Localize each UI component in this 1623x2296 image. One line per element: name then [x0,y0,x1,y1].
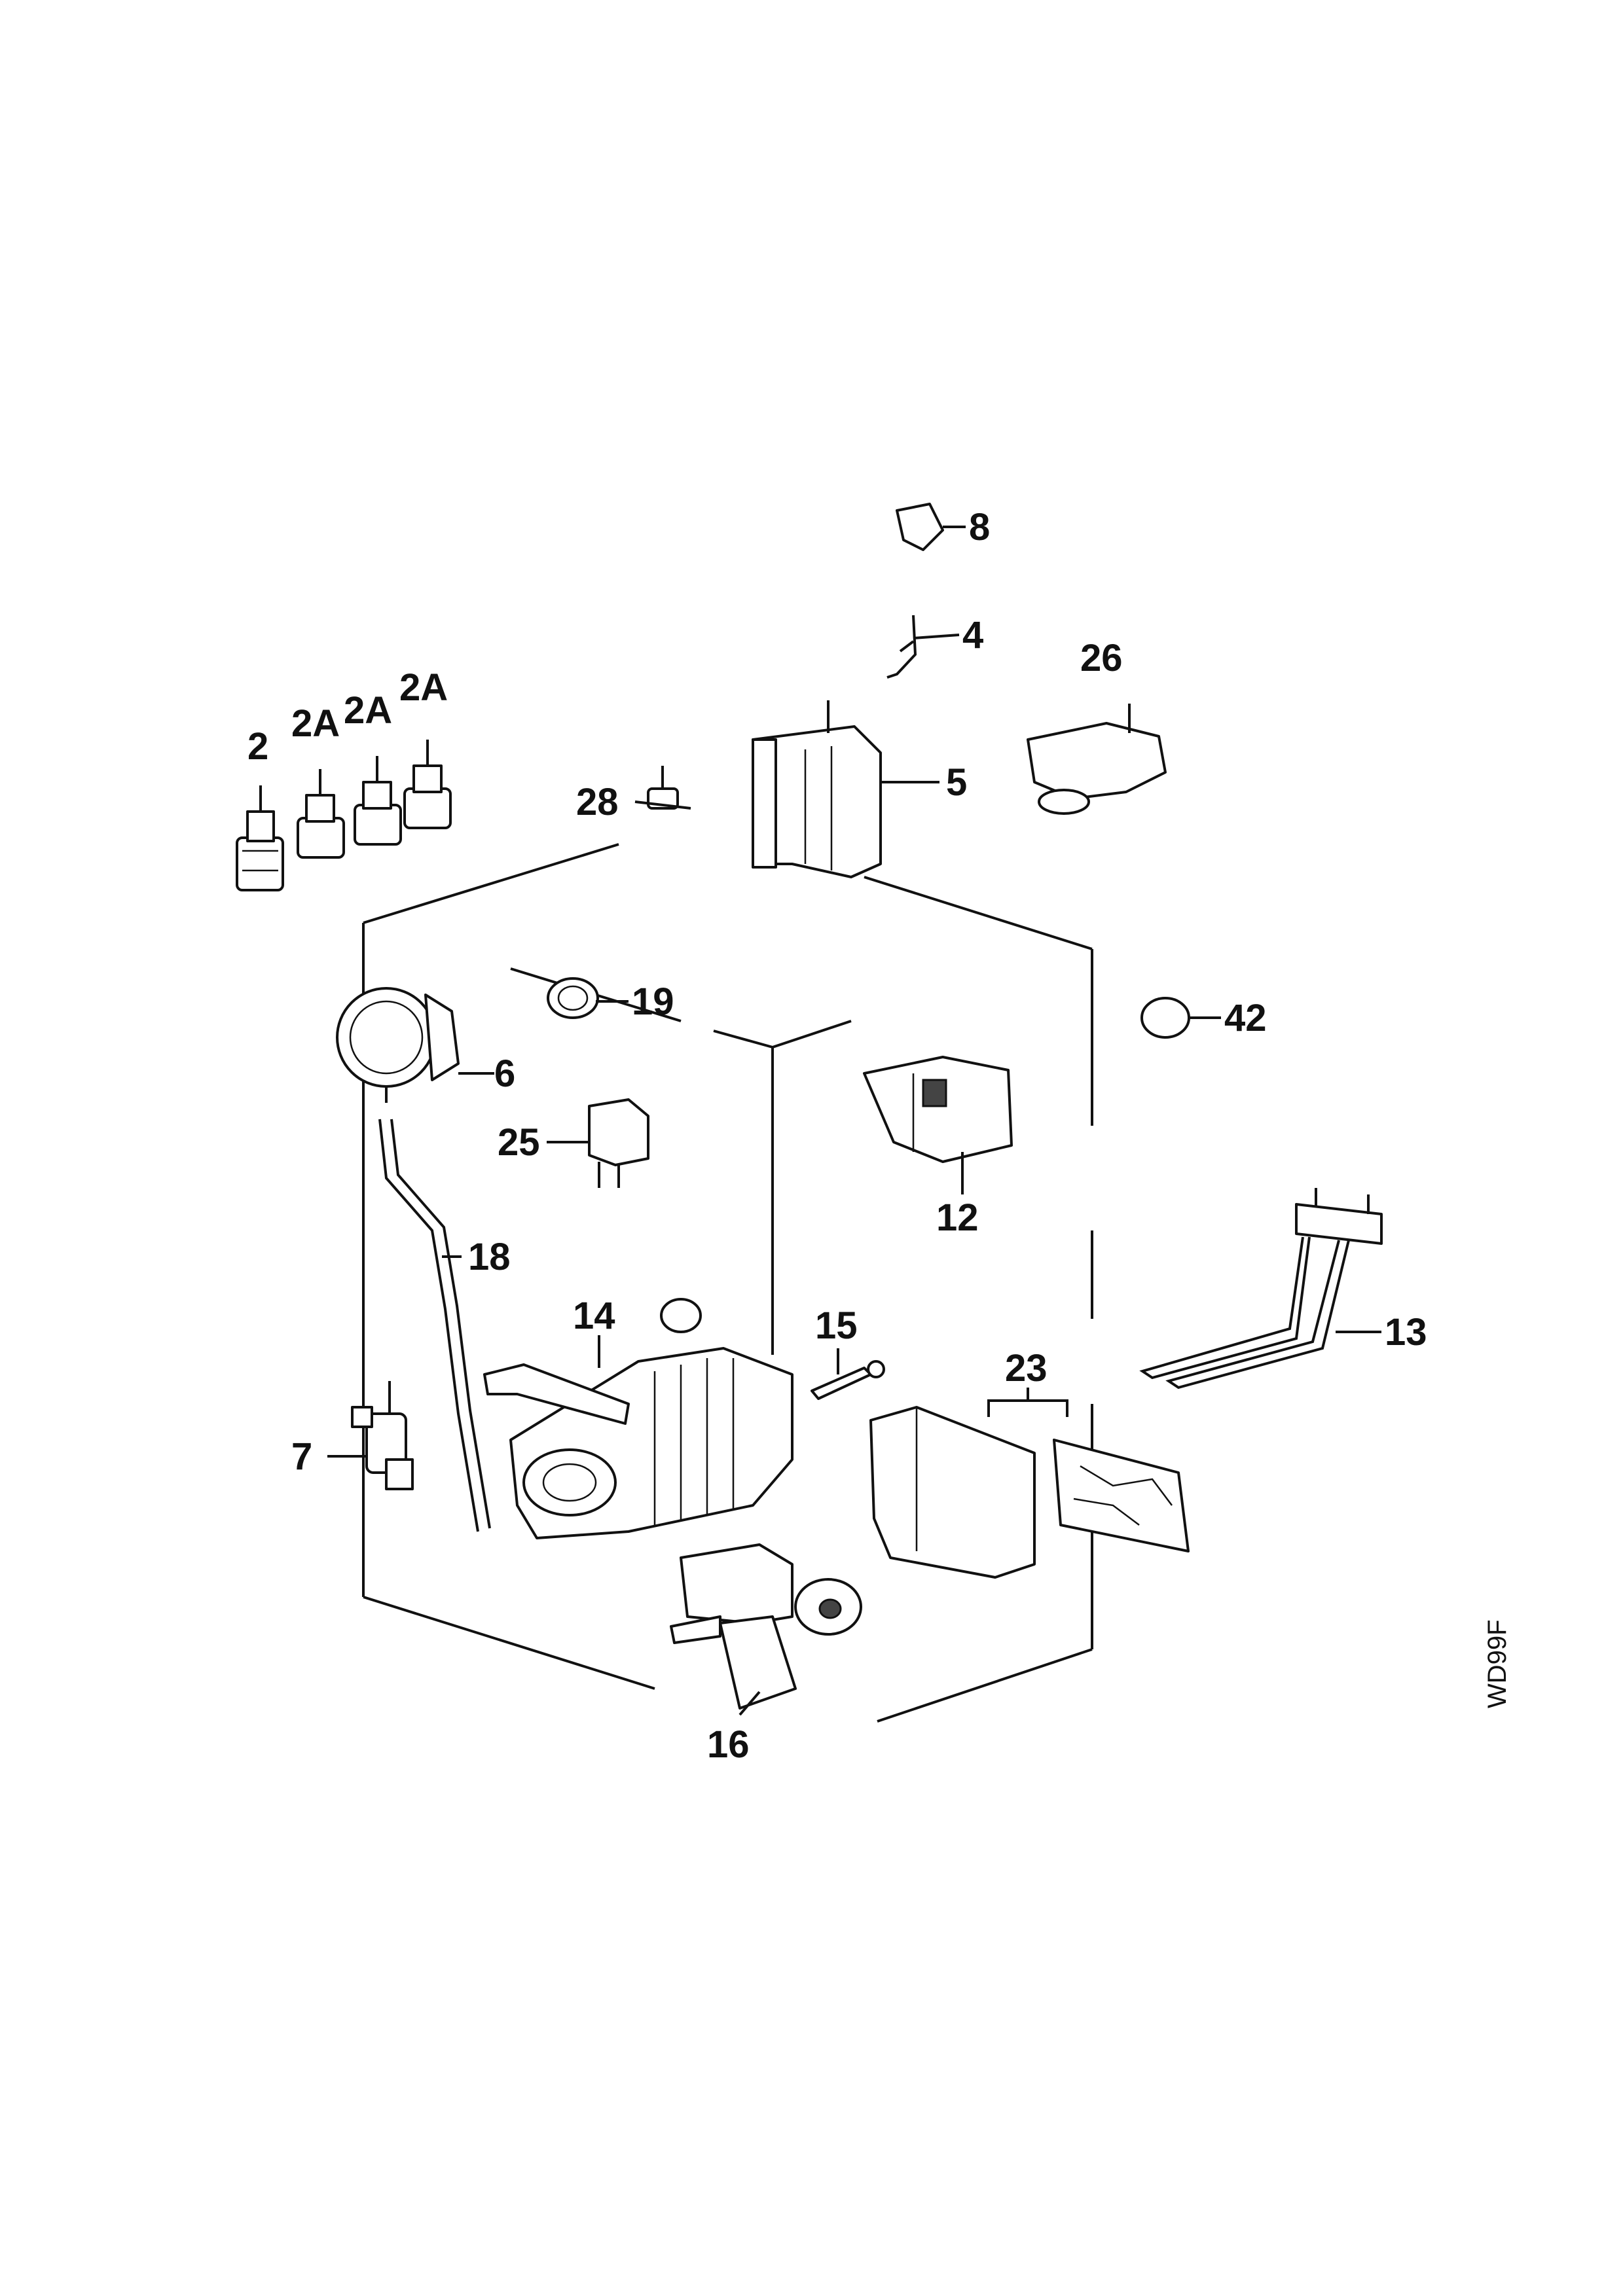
label-2a-2: 2A [344,689,392,732]
part-18-hose [378,1119,491,1532]
label-19: 19 [632,980,674,1023]
label-2a-1: 2A [291,702,340,745]
part-19-plug [547,977,629,1019]
label-42: 42 [1224,997,1267,1039]
part-6-pressure-switch [336,987,494,1103]
part-26-timer [1027,704,1167,815]
part-13-heater [1139,1188,1383,1390]
label-13: 13 [1385,1311,1427,1354]
drawing-code: WD99F [1483,1619,1512,1708]
part-7-valve [327,1381,414,1490]
label-4: 4 [962,614,983,656]
label-23: 23 [1005,1347,1048,1390]
label-26: 26 [1080,637,1123,679]
label-16: 16 [707,1723,750,1766]
label-18: 18 [468,1236,511,1278]
label-5: 5 [946,761,967,804]
switch-part-2a-2 [354,756,402,846]
label-25: 25 [498,1121,540,1164]
part-8-clip [896,503,966,551]
switch-part-2 [236,785,284,891]
switch-part-2a-1 [297,769,345,859]
label-14: 14 [573,1295,615,1337]
part-42-plug [1140,997,1221,1039]
label-28: 28 [576,781,619,823]
part-5-block [752,700,939,878]
part-12-door-lock [863,1056,1013,1194]
part-23-electronic-board [869,1388,1190,1579]
part-15-screw [811,1348,885,1400]
label-8: 8 [969,506,990,548]
part-14-motor [483,1298,793,1539]
part-28-sensor [634,766,691,810]
label-2: 2 [247,725,268,768]
label-12: 12 [936,1196,979,1239]
switch-part-2a-3 [403,740,452,829]
part-4-wire [886,615,960,679]
label-7: 7 [291,1435,312,1478]
label-2a-3: 2A [399,666,448,709]
part-25-relay [547,1098,649,1188]
label-15: 15 [815,1304,858,1347]
part-labels: 2 2A 2A 2A 4 5 6 7 8 12 13 14 15 16 18 1… [247,506,1427,1766]
label-6: 6 [494,1052,515,1095]
part-16-drain-pump [670,1543,862,1716]
